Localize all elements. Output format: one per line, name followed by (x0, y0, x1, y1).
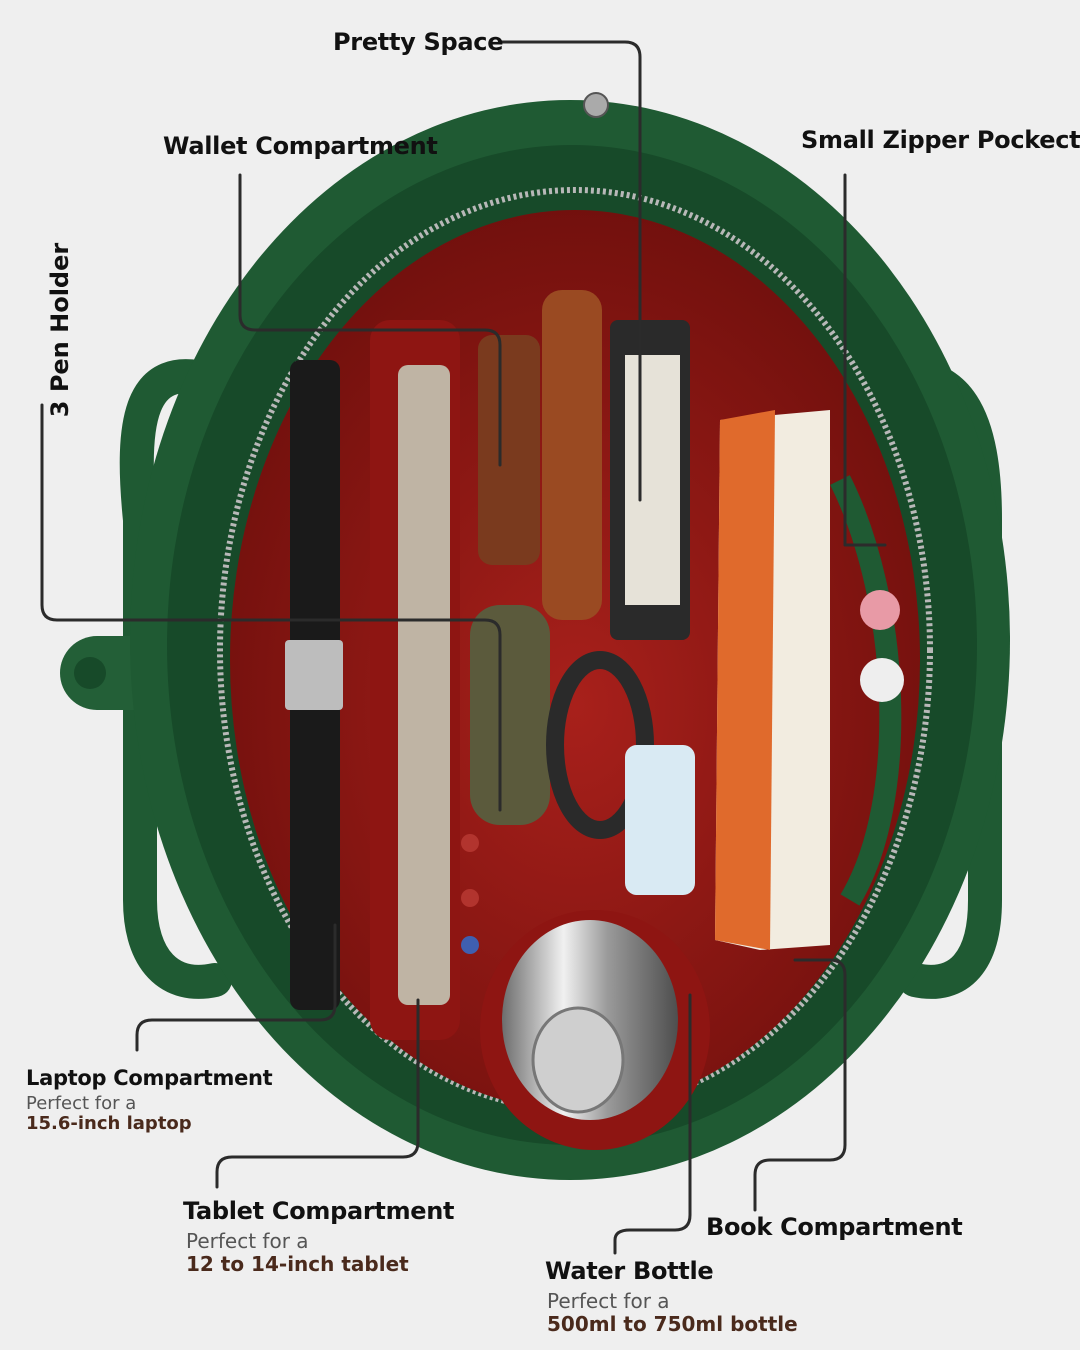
line-laptop (135, 923, 337, 1052)
zipper-pull (583, 92, 609, 118)
water-bottle-detail-line2: 500ml to 750ml bottle (547, 1312, 798, 1336)
tablet (398, 365, 450, 1005)
line-water-bottle (613, 993, 692, 1255)
tissue-pack (625, 745, 695, 895)
line-pretty-space (498, 40, 642, 502)
ereader-screen (625, 355, 680, 605)
label-small-zipper-pocket: Small Zipper Pockect (801, 126, 1080, 154)
line-pen-holder (40, 403, 502, 812)
lipstick-pink (860, 590, 900, 630)
line-book (753, 958, 847, 1212)
pen-case (542, 290, 602, 620)
label-tablet-compartment: Tablet Compartment (183, 1197, 455, 1225)
tablet-detail-line1: Perfect for a (186, 1229, 309, 1253)
line-tablet (215, 998, 420, 1189)
lipstick-white (860, 658, 904, 702)
laptop-detail-line1: Perfect for a (26, 1093, 137, 1114)
line-small-zipper (843, 173, 887, 547)
water-bottle-cap (531, 1006, 625, 1114)
left-handle (119, 359, 232, 999)
book-cover (715, 410, 775, 950)
label-book-compartment: Book Compartment (706, 1213, 963, 1241)
pen-2 (461, 889, 479, 907)
label-pretty-space: Pretty Space (333, 28, 504, 56)
pen-1 (461, 834, 479, 852)
laptop-strap (285, 640, 343, 710)
line-wallet (238, 173, 502, 467)
cable-pouch (470, 605, 550, 825)
tab-snap (74, 657, 106, 689)
label-water-bottle: Water Bottle (545, 1257, 714, 1285)
laptop-detail-line2: 15.6-inch laptop (26, 1113, 192, 1134)
label-laptop-compartment: Laptop Compartment (26, 1066, 273, 1090)
pen-3 (461, 936, 479, 954)
water-bottle-detail-line1: Perfect for a (547, 1289, 670, 1313)
label-wallet-compartment: Wallet Compartment (163, 132, 438, 160)
label-pen-holder: 3 Pen Holder (46, 242, 74, 418)
tablet-detail-line2: 12 to 14-inch tablet (186, 1252, 409, 1276)
callout-lines (40, 40, 887, 1255)
wallet (478, 335, 540, 565)
